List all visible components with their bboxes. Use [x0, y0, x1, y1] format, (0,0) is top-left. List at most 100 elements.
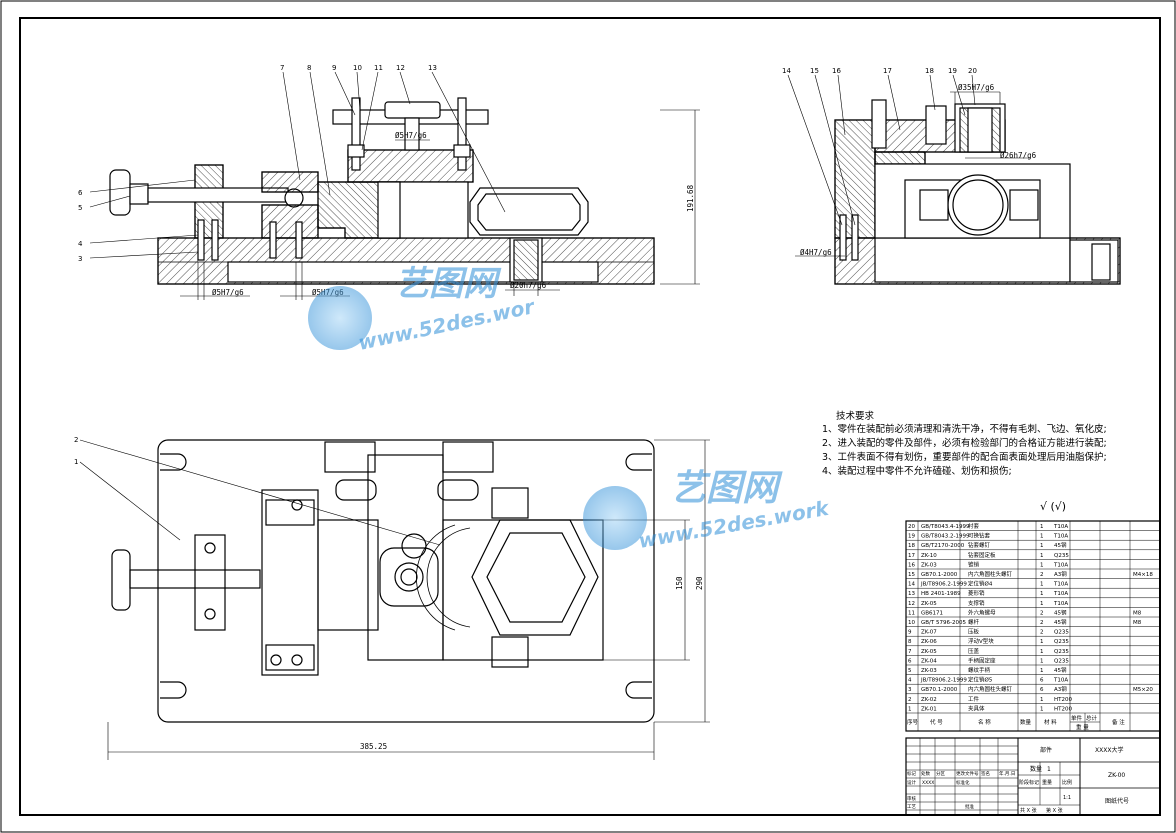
bom-name: 夹具体: [968, 704, 985, 712]
bom-code: GB70.1-2000: [921, 687, 958, 693]
bom-code: GB/T8043.2-1999: [921, 534, 970, 540]
front-view: [89, 71, 700, 300]
tb-scale-val: 1:1: [1063, 795, 1071, 801]
bom-note: M8: [1133, 610, 1142, 616]
bom-name: 内六角圆柱头螺钉: [968, 570, 1013, 578]
bom-qty: 1: [1040, 697, 1044, 703]
tb-school: XXXX大学: [1095, 746, 1123, 754]
callout-7: 7: [280, 64, 284, 72]
bom-no: 4: [908, 678, 912, 684]
tech-title: 技术要求: [836, 411, 875, 422]
bom-material: T10A: [1053, 534, 1068, 540]
bom-name: 钻套固定板: [968, 551, 996, 559]
tb-row-sign: 签名: [981, 770, 990, 777]
bom-name: 螺杆: [968, 618, 980, 626]
bom-code: GB/T2170-2000: [921, 543, 965, 549]
bom-material: T10A: [1053, 591, 1068, 597]
bom-material: A3钢: [1054, 685, 1067, 693]
bom-material: HT200: [1054, 697, 1072, 703]
bom-code: GB6171: [921, 610, 943, 616]
bom-code: ZK-04: [921, 658, 937, 664]
bom-material: T10A: [1053, 678, 1068, 684]
bom-note: M8: [1133, 620, 1142, 626]
top-view: [79, 439, 710, 760]
callout-13: 13: [428, 64, 437, 72]
tb-weight: 重量: [1042, 779, 1052, 786]
bom-no: 10: [908, 620, 915, 626]
tb-review: 审核: [907, 795, 916, 802]
dim-top-width: 385.25: [360, 742, 387, 751]
side-view: [787, 74, 1121, 285]
bom-no: 14: [908, 582, 915, 588]
dim-side-fit-c: Ø4H7/g6: [800, 248, 832, 257]
bom-name: 菱形销: [968, 589, 985, 597]
tb-sheet-no: 第 X 张: [1046, 807, 1063, 814]
bom-no: 19: [908, 534, 915, 540]
bom-material: Q235: [1054, 658, 1069, 664]
tb-process: 工艺: [907, 804, 916, 810]
dim-top-h2: 290: [695, 576, 704, 590]
bom-material: 45钢: [1054, 618, 1067, 626]
watermark-brand-2: 艺图网: [670, 468, 783, 509]
bom-qty: 1: [1040, 649, 1044, 655]
bom-code: GB/T 5796-2005: [921, 620, 966, 626]
bom-name: 压板: [968, 628, 980, 636]
bom-name: 工件: [968, 695, 980, 703]
title-block-text: 部件 XXXX大学 ZK-00 数量 1 阶段标记 重量 比例 1:1 共 X …: [907, 746, 1129, 814]
callout-16: 16: [832, 67, 841, 75]
tb-row-date: 年.月.日: [999, 770, 1015, 777]
tech-item-3: 3、工件表面不得有划伤，重要部件的配合面表面处理后用油脂保护;: [822, 452, 1107, 463]
tb-standard: 标准化: [956, 779, 970, 786]
callout-20: 20: [968, 67, 977, 75]
bom-header-no: 序号: [907, 718, 919, 726]
bom-material: T10A: [1053, 601, 1068, 607]
watermark-2: 艺图网 www.52des.work: [583, 468, 832, 553]
roughness-symbol: √ (√): [1040, 500, 1066, 513]
callout-19: 19: [948, 67, 957, 75]
bom-code: ZK-06: [921, 639, 937, 645]
top-view-labels: 385.25 150 290 2 1: [74, 436, 704, 751]
globe-logo-icon-2: [583, 486, 647, 550]
bom-code: ZK-05: [921, 649, 937, 655]
tech-item-2: 2、进入装配的零件及部件，必须有检验部门的合格证方能进行装配;: [822, 438, 1107, 449]
bom-name: 钻套螺钉: [968, 541, 991, 549]
bom-no: 3: [908, 687, 912, 693]
bom-no: 12: [908, 601, 915, 607]
bom-qty: 1: [1040, 582, 1044, 588]
bom-header-name: 名 称: [978, 718, 991, 726]
tb-drawing-code: 图纸代号: [1105, 797, 1129, 805]
tb-row-zone: 分区: [936, 770, 945, 777]
bom-material: HT200: [1054, 706, 1072, 712]
bom-material: T10A: [1053, 582, 1068, 588]
callout-top-2: 2: [74, 436, 78, 444]
bom-qty: 2: [1040, 630, 1044, 636]
bom-header-w2: 总计: [1086, 714, 1098, 722]
bom-no: 16: [908, 562, 915, 568]
bom-no: 2: [908, 697, 912, 703]
bom-name: 压盖: [968, 647, 980, 655]
tb-row-count: 处数: [921, 770, 930, 777]
bom-header-material: 材 料: [1044, 718, 1057, 726]
bom-qty: 1: [1040, 601, 1044, 607]
title-block: [905, 737, 1161, 816]
bom-qty: 1: [1040, 591, 1044, 597]
bom-code: ZK-10: [921, 553, 937, 559]
inner-border: [19, 17, 1161, 816]
bom-qty: 2: [1040, 610, 1044, 616]
bom-material: 45钢: [1054, 608, 1067, 616]
bom-material: Q235: [1054, 649, 1069, 655]
bom-qty: 1: [1040, 668, 1044, 674]
bom-qty: 1: [1040, 534, 1044, 540]
bom-code: JB/T8906.2-1999: [920, 678, 967, 684]
globe-logo-icon: [308, 286, 372, 350]
bom-name: 外六角螺母: [968, 608, 996, 616]
bom-code: HB 2401-1989: [921, 591, 961, 597]
bom-no: 11: [908, 610, 915, 616]
callout-8: 8: [307, 64, 311, 72]
tb-part: 部件: [1040, 746, 1052, 754]
tb-sheet-total: 共 X 张: [1020, 807, 1037, 814]
bom-qty: 1: [1040, 562, 1044, 568]
bom-code: JB/T8906.2-1999: [920, 582, 967, 588]
bom-name: 螺纹手柄: [968, 666, 991, 674]
